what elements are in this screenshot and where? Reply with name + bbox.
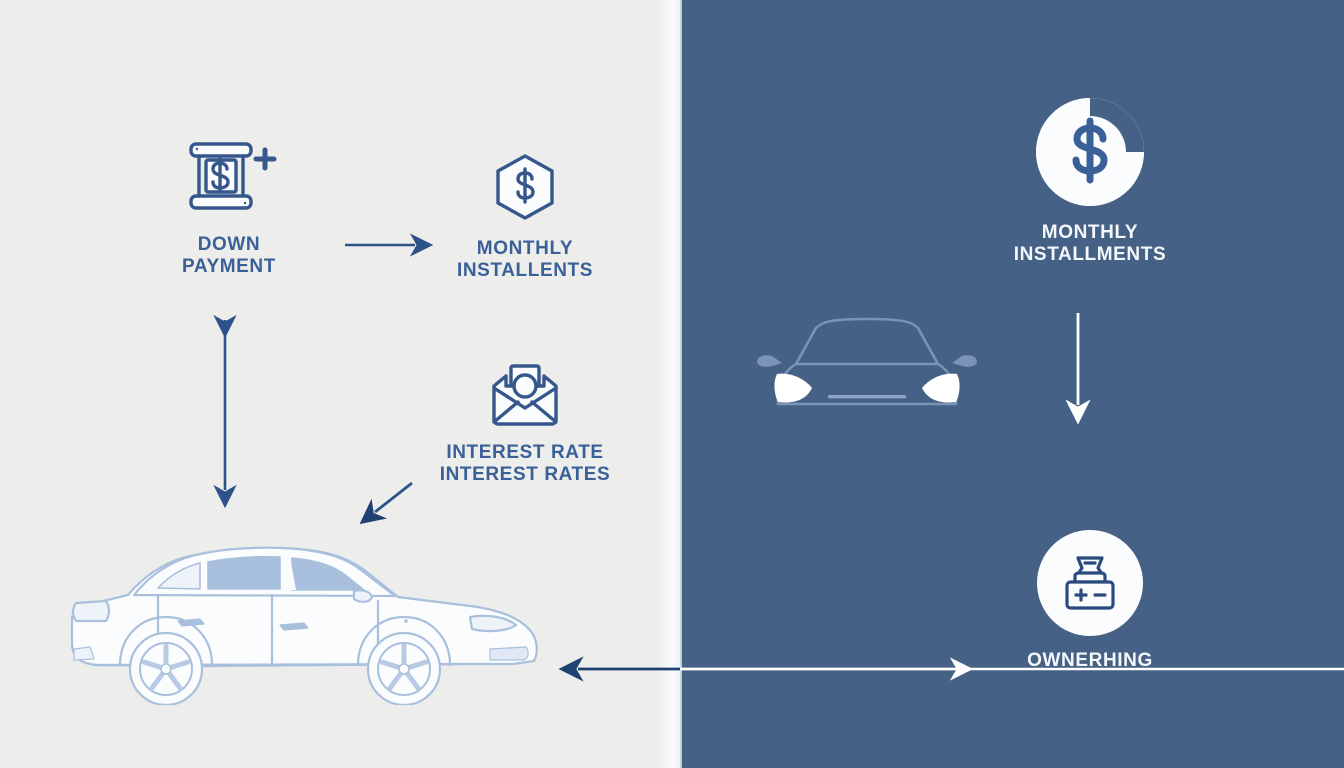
node-down-payment[interactable]: DOWN PAYMENT	[163, 136, 295, 279]
interest-rate-label: INTEREST RATE INTEREST RATES	[439, 442, 611, 486]
node-monthly-installments-left[interactable]: MONTHLY INSTALLENTS	[440, 152, 610, 283]
node-interest-rate[interactable]: INTEREST RATE INTEREST RATES	[430, 362, 620, 487]
sedan-side-view-illustration	[58, 525, 558, 707]
car-front-view-outline	[752, 308, 982, 438]
node-ownership[interactable]: OWNERHING	[1000, 530, 1180, 672]
ownership-label: OWNERHING	[1027, 650, 1153, 671]
pie-chart-dollar-icon	[1034, 96, 1146, 208]
node-monthly-installments-right[interactable]: MONTHLY INSTALLMENTS	[1000, 96, 1180, 267]
down-payment-label: DOWN PAYMENT	[182, 234, 276, 278]
hexagon-dollar-icon	[490, 152, 560, 224]
money-box-plus-minus-icon	[1037, 530, 1143, 636]
open-envelope-icon	[488, 362, 562, 428]
monthly-installments-left-label: MONTHLY INSTALLENTS	[456, 238, 594, 282]
money-scroll-plus-icon	[179, 136, 279, 220]
monthly-installments-right-label: MONTHLY INSTALLMENTS	[1013, 222, 1167, 266]
